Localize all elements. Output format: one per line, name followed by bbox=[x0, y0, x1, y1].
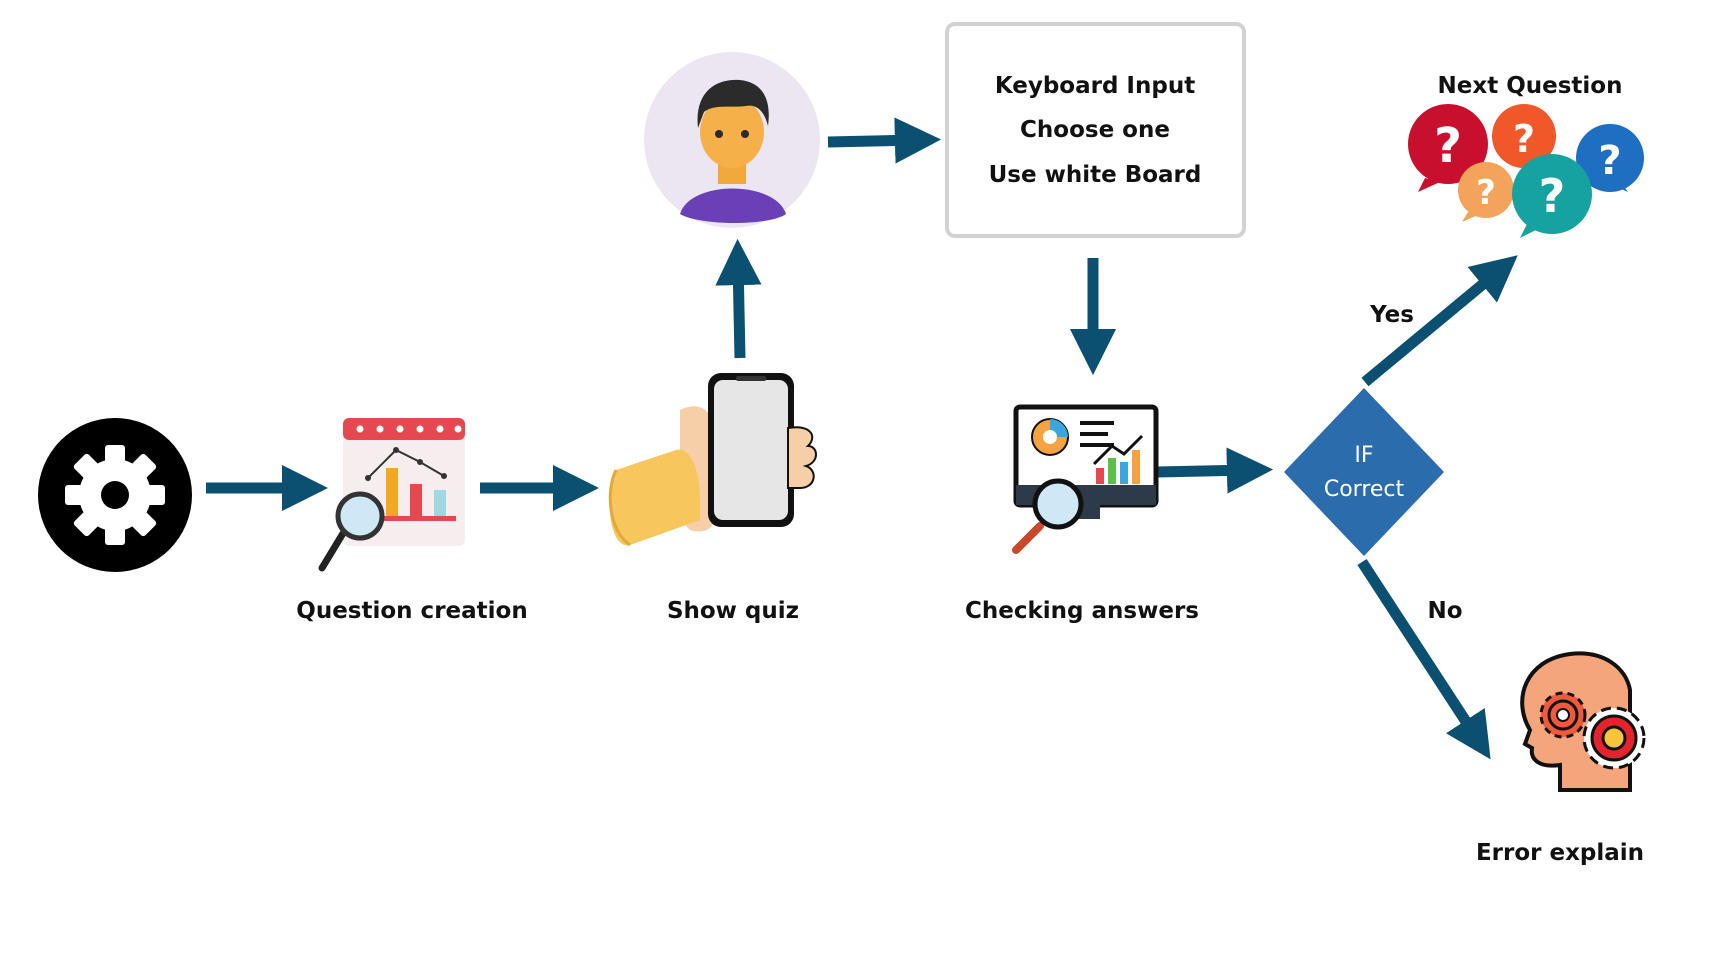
decision-if-text: IF bbox=[1354, 443, 1373, 468]
checking-answers-label: Checking answers bbox=[965, 598, 1199, 624]
svg-text:?: ? bbox=[1539, 169, 1566, 223]
next-question-label: Next Question bbox=[1438, 73, 1623, 99]
svg-text:?: ? bbox=[1598, 138, 1621, 184]
question-bubbles-icon: ? ? ? ? ? bbox=[1408, 104, 1644, 238]
arrow-quiz-to-user bbox=[715, 238, 762, 359]
chart-magnifier-icon bbox=[318, 418, 465, 572]
user-avatar-icon bbox=[644, 52, 820, 228]
edge-yes-label: Yes bbox=[1369, 302, 1414, 328]
monitor-analytics-icon bbox=[1012, 404, 1159, 554]
arrow-decision-yes bbox=[1361, 255, 1518, 387]
arrow-checking-to-decision bbox=[1156, 447, 1274, 494]
input-option-keyboard: Keyboard Input bbox=[995, 73, 1195, 99]
input-option-whiteboard: Use white Board bbox=[989, 162, 1202, 188]
error-explain-label: Error explain bbox=[1476, 840, 1644, 866]
head-gears-icon bbox=[1520, 651, 1646, 792]
decision-diamond: IF Correct bbox=[1284, 388, 1444, 556]
question-creation-label: Question creation bbox=[296, 598, 527, 624]
gear-small-1 bbox=[1539, 691, 1587, 739]
arrows bbox=[206, 117, 1518, 760]
edge-no-label: No bbox=[1427, 598, 1462, 624]
start-gear-node bbox=[38, 418, 192, 572]
input-option-choose: Choose one bbox=[1020, 117, 1170, 143]
phone-in-hand-icon bbox=[608, 373, 817, 547]
show-quiz-label: Show quiz bbox=[667, 598, 799, 624]
svg-text:?: ? bbox=[1434, 118, 1462, 174]
svg-text:?: ? bbox=[1513, 117, 1535, 161]
arrow-decision-no bbox=[1357, 558, 1491, 760]
svg-text:?: ? bbox=[1476, 173, 1496, 213]
gear-small-2 bbox=[1582, 706, 1646, 770]
arrow-user-to-input bbox=[827, 117, 942, 164]
decision-correct-text: Correct bbox=[1324, 477, 1405, 502]
input-options-box: Keyboard Input Choose one Use white Boar… bbox=[945, 22, 1246, 238]
